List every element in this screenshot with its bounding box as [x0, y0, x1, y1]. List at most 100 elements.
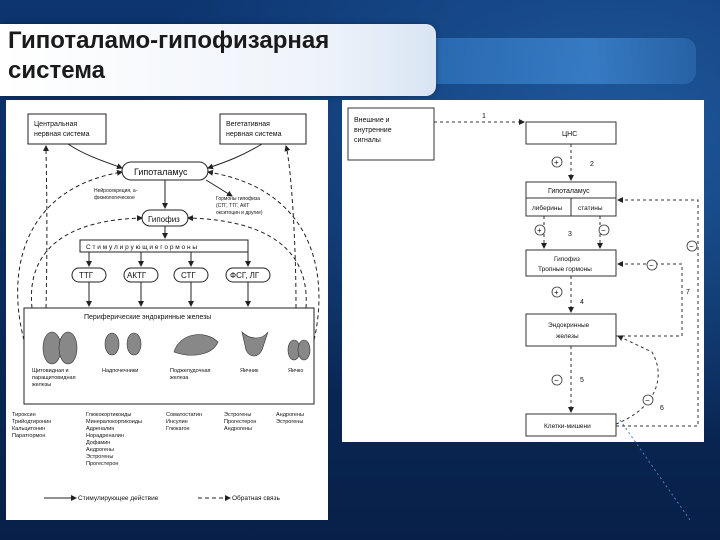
- gland-thyroid-label-2: паращитовидная: [32, 375, 76, 381]
- hypothalamus-label: Гипоталамус: [548, 188, 590, 195]
- peripheral-glands-label: Периферические эндокринные железы: [84, 314, 211, 321]
- endocrine-label-1: Эндокринные: [548, 322, 590, 329]
- external-label-2: внутренние: [354, 127, 392, 134]
- step-number-1: 1: [482, 113, 486, 120]
- cns-central-label-2: нервная система: [34, 131, 90, 138]
- neurosecretion-label-1: Нейросекреция, а-: [94, 187, 138, 194]
- thyroid-gland-icon: [42, 331, 62, 365]
- endocrine-box: [525, 313, 617, 347]
- minus-sign-feedback-3: [642, 394, 654, 406]
- product-pancreas-2: Инсулин: [166, 419, 188, 425]
- product-testis-2: Эстрогены: [276, 419, 303, 425]
- pancreas-icon: [173, 334, 219, 356]
- pituitary-label-1: Гипофиз: [554, 256, 580, 263]
- tropic-label-1: Гормоны гипофиза: [216, 196, 260, 202]
- cns-central-box: [27, 113, 107, 145]
- endocrine-label-2: железы: [556, 333, 579, 340]
- product-adrenal-1: Глюкокортикоиды: [86, 412, 131, 418]
- plus-sign-liberins: [534, 224, 546, 236]
- tropic-label-3: окситоцин и другие): [216, 210, 263, 216]
- target-cells-box: [525, 413, 617, 437]
- product-thyroid-3: Кальцитонин: [12, 426, 45, 432]
- gland-pancreas-label-1: Поджелудочная: [170, 368, 211, 374]
- product-thyroid-4: Паратгормон: [12, 433, 45, 439]
- cns-label: ЦНС: [562, 131, 577, 138]
- title-panel: [0, 24, 436, 96]
- product-ovary-3: Андрогены: [224, 426, 252, 432]
- product-ovary-1: Эстрогены: [224, 412, 251, 418]
- minus-glyph-3: −: [649, 261, 654, 270]
- plus-sign-pituitary: [551, 286, 563, 298]
- step-number-2: 2: [590, 161, 594, 168]
- peripheral-glands-box: [23, 307, 315, 405]
- gland-thyroid-label-1: Щитовидная и: [32, 368, 69, 374]
- slide-title: Гипоталамо-гипофизарная система: [8, 27, 330, 84]
- left-diagram-panel: Центральная нервная система Вегетативная…: [6, 100, 328, 520]
- ovary-icon: [241, 331, 269, 357]
- step-number-6: 6: [660, 405, 664, 412]
- external-signals-box: [347, 107, 435, 161]
- pituitary-label: Гипофиз: [148, 215, 180, 224]
- minus-sign-feedback-1: [646, 259, 658, 271]
- cns-central-label-1: Центральная: [34, 121, 77, 128]
- statins-label: статины: [578, 205, 603, 212]
- gland-thyroid-label-3: железы: [32, 382, 51, 388]
- external-label-3: сигналы: [354, 137, 381, 144]
- stimulating-label: С т и м у л и р у ю щ и е г о р м о н ы: [86, 244, 197, 251]
- pituitary-label-2: Тропные гормоны: [538, 266, 592, 273]
- hormone-fsg-label: ФСГ, ЛГ: [230, 271, 260, 280]
- minus-sign-statins: [598, 224, 610, 236]
- minus-sign-endocrine: [551, 374, 563, 386]
- minus-glyph-2: −: [554, 376, 559, 385]
- product-testis-1: Андрогены: [276, 412, 304, 418]
- minus-sign-feedback-2: [686, 240, 698, 252]
- product-adrenal-7: Эстрогены: [86, 454, 113, 460]
- hormone-ttg-label: ТТГ: [79, 271, 94, 280]
- plus-glyph-2: +: [537, 226, 542, 235]
- product-adrenal-8: Прогестерон: [86, 461, 118, 467]
- product-adrenal-6: Андрогены: [86, 447, 114, 453]
- gland-testis-label: Яичко: [288, 368, 303, 374]
- hypothalamus-label: Гипоталамус: [134, 167, 188, 177]
- title-accent-stripe: [436, 38, 696, 84]
- tropic-label-2: (СТГ, ТТГ, АКТ: [216, 203, 249, 209]
- product-adrenal-2: Минералокортикоиды: [86, 419, 142, 425]
- hormone-stg-label: СТГ: [181, 271, 196, 280]
- product-ovary-2: Прогестерон: [224, 419, 256, 425]
- gland-adrenal-label: Надпочечники: [102, 368, 138, 374]
- stimulating-hormones-bar: [79, 239, 249, 253]
- minus-glyph-4: −: [689, 242, 694, 251]
- external-label-1: Внешние и: [354, 117, 390, 124]
- step-number-7: 7: [686, 289, 690, 296]
- product-adrenal-5: Дофамин: [86, 440, 110, 446]
- feedback-regulation-diagram: Внешние и внутренние сигналы ЦНС Гипотал…: [347, 107, 699, 437]
- plus-sign-cns: [551, 156, 563, 168]
- step-number-3: 3: [568, 231, 572, 238]
- adrenal-gland-icon: [104, 332, 120, 356]
- legend-stimulating: Стимулирующее действие: [78, 494, 159, 502]
- minus-glyph-5: −: [645, 396, 650, 405]
- legend-feedback: Обратная связь: [232, 494, 281, 502]
- right-diagram-panel: Внешние и внутренние сигналы ЦНС Гипотал…: [342, 100, 704, 442]
- cns-vegetative-box: [219, 113, 307, 145]
- step-number-5: 5: [580, 377, 584, 384]
- liberins-label: либерины: [532, 204, 563, 212]
- gland-pancreas-label-2: железа: [170, 375, 189, 381]
- neurosecretion-label-2: физиологическое: [94, 195, 135, 201]
- cns-vegetative-label-1: Вегетативная: [226, 121, 270, 128]
- product-pancreas-3: Глюкагон: [166, 426, 190, 432]
- product-thyroid-2: Трийодтиронин: [12, 418, 51, 425]
- plus-glyph-1: +: [554, 158, 559, 167]
- target-cells-label: Клетки-мишени: [544, 423, 591, 430]
- step-number-4: 4: [580, 299, 584, 306]
- cns-vegetative-label-2: нервная система: [226, 131, 282, 138]
- hormone-actg-label: АКТГ: [127, 271, 147, 280]
- minus-glyph-1: −: [601, 226, 606, 235]
- plus-glyph-3: +: [554, 288, 559, 297]
- product-adrenal-4: Норадреналин: [86, 433, 124, 439]
- gland-ovary-label: Яичник: [240, 368, 259, 374]
- product-pancreas-1: Соматостатин: [166, 412, 202, 418]
- hormone-regulation-diagram: Центральная нервная система Вегетативная…: [12, 113, 320, 502]
- decorative-dotted-line: [619, 420, 691, 520]
- product-adrenal-3: Адреналин: [86, 426, 114, 432]
